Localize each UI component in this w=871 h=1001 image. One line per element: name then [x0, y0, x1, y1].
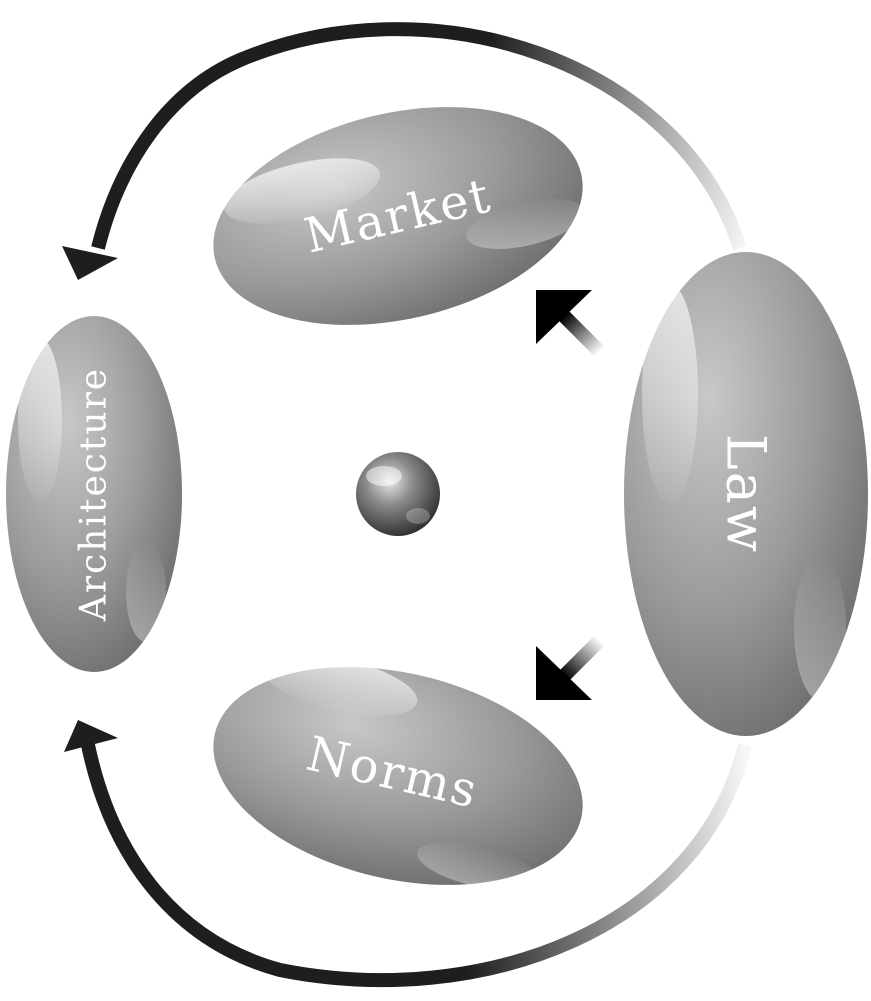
law-label: Law	[715, 434, 778, 554]
arrow-law-to-architecture-top	[62, 22, 747, 280]
arrow-law-to-architecture-bottom	[64, 720, 752, 987]
arrow-head-bottom-icon	[64, 720, 118, 752]
arrow-head-norms-icon	[536, 646, 592, 700]
node-architecture: Architecture	[6, 316, 182, 672]
arrow-head-market-icon	[536, 290, 592, 344]
architecture-label: Architecture	[74, 367, 115, 622]
arrow-law-to-norms	[536, 635, 605, 700]
arrow-law-to-market	[536, 290, 605, 357]
node-norms: Norms	[213, 653, 583, 891]
sphere-icon	[356, 452, 440, 536]
node-law: Law	[624, 252, 868, 736]
node-market: Market	[213, 107, 584, 325]
arrow-head-top-icon	[62, 246, 118, 280]
